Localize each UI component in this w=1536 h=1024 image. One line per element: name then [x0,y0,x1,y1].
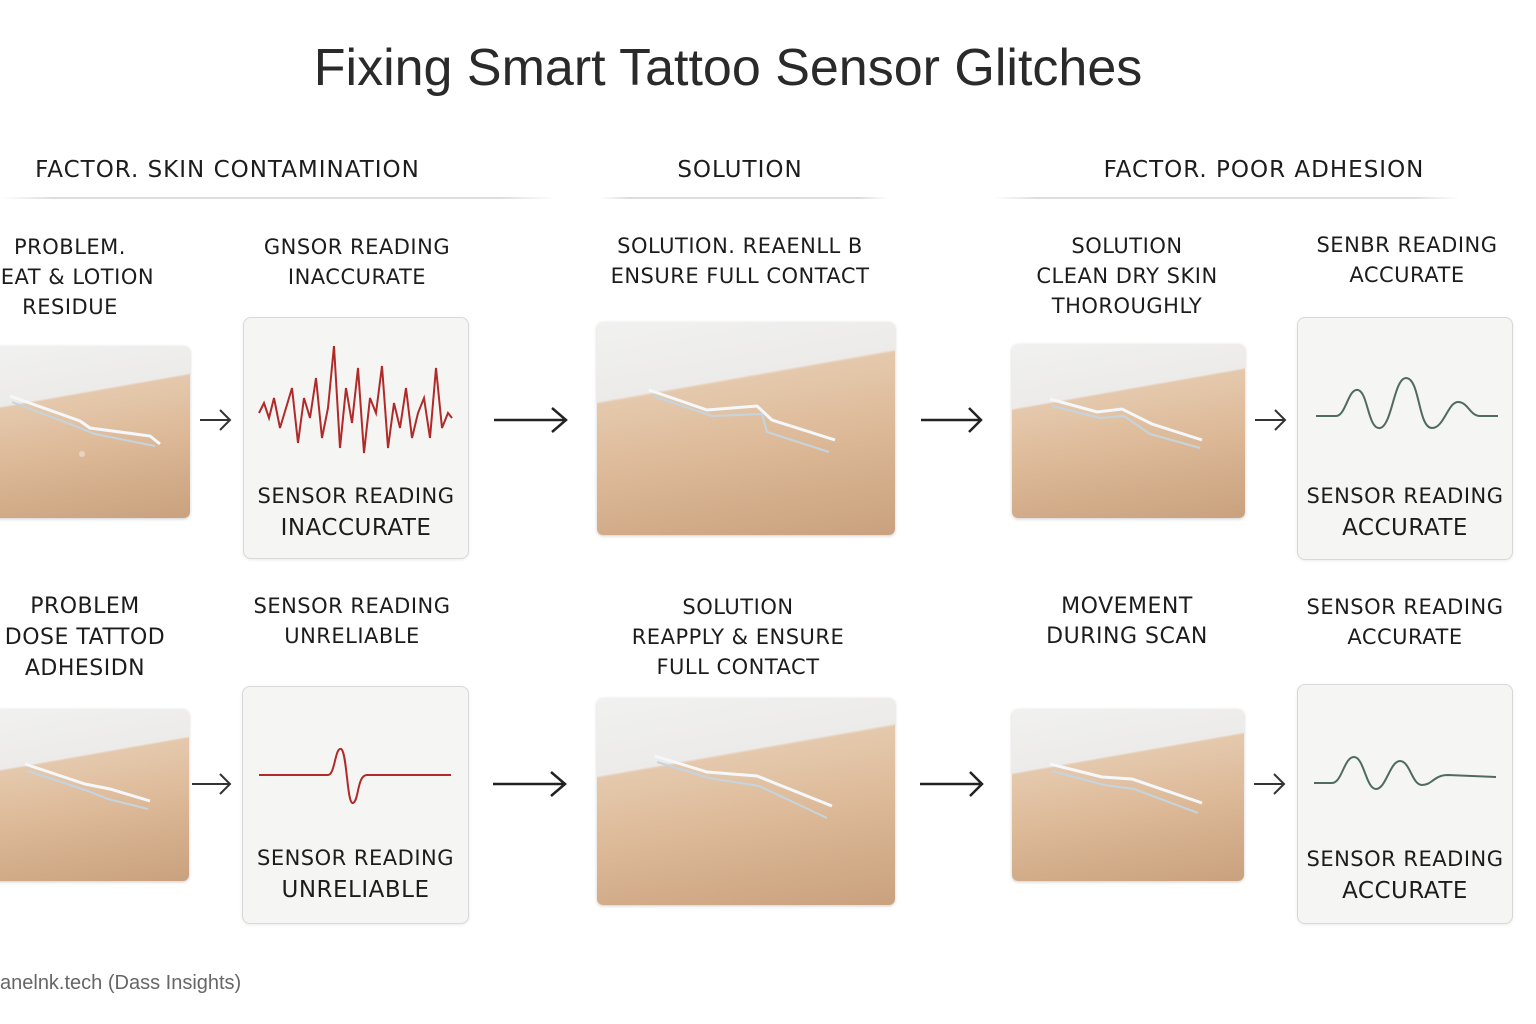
arrow-right-icon [198,406,234,434]
arrow-right-icon [1252,770,1288,798]
header-skin-contamination: FACTOR. SKIN CONTAMINATION [35,157,420,183]
divider [0,197,555,199]
arm-tattoo-image [597,698,895,905]
arm-tattoo-image [0,346,190,518]
header-solution: SOLUTION [677,157,803,183]
divider [600,197,888,199]
header-poor-adhesion: FACTOR. POOR ADHESION [1103,157,1425,183]
arrow-right-icon [492,404,570,436]
footer-credit: anelnk.tech (Dass Insights) [0,972,242,994]
arm-tattoo-image [597,322,895,535]
divider [992,197,1460,199]
arrow-right-icon [1253,406,1289,434]
arrow-right-icon [190,770,234,798]
arrow-right-icon [919,404,985,436]
arrow-right-icon [491,768,569,800]
arm-tattoo-image [0,709,189,881]
arrow-right-icon [918,768,986,800]
arm-tattoo-image [1012,344,1245,518]
arm-tattoo-image [1012,709,1244,881]
page-title: Fixing Smart Tattoo Sensor Glitches [313,39,1143,97]
